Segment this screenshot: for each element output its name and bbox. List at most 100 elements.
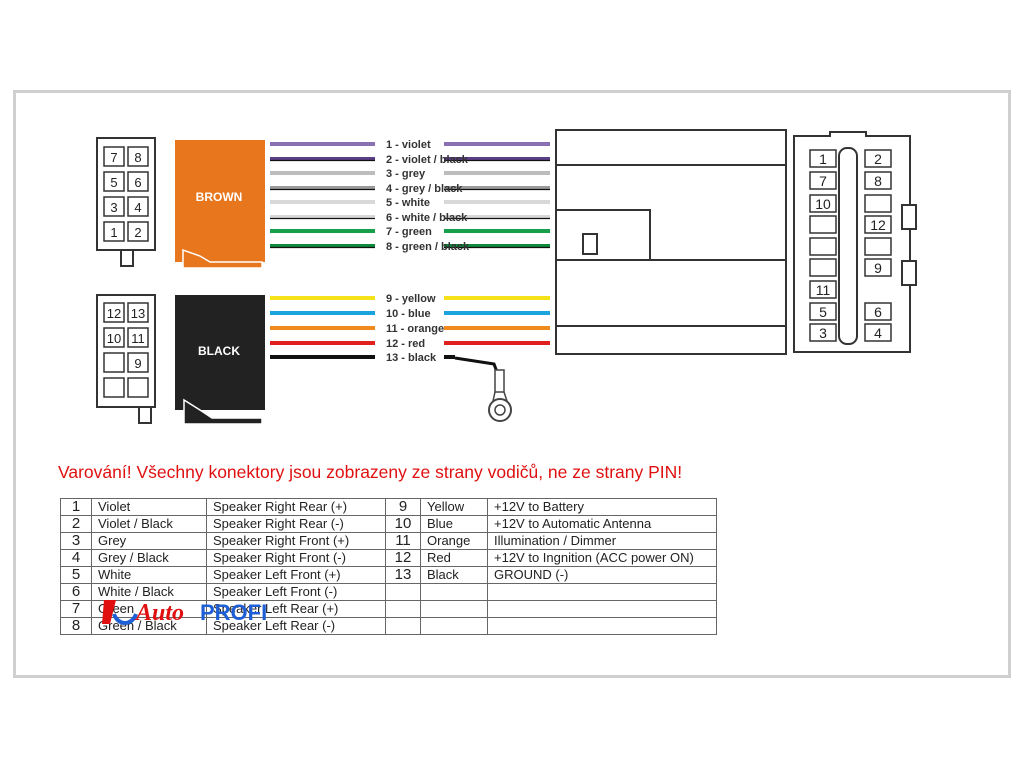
brown-pin-box [103,146,125,167]
brown-pin-number: 2 [134,225,141,240]
iso-pin-box [809,215,837,234]
wire-label: 7 - green [386,226,432,238]
table-right-function: +12V to Automatic Antenna [487,515,717,533]
table-left-num: 5 [60,566,92,584]
wire-label: 4 - grey / black [386,183,463,195]
table-left-color: White [91,566,207,584]
table-left-function: Speaker Left Rear (-) [206,617,386,635]
table-right-num: 11 [385,532,421,550]
table-right-function [487,617,717,635]
table-right-color [420,600,488,618]
iso-pin-number: 10 [815,196,831,212]
warning-text: Varování! Všechny konektory jsou zobraze… [58,462,683,482]
iso-pin-box [864,323,892,342]
wire-label: 12 - red [386,338,425,350]
black-pin-box [127,302,149,323]
brown-pin-number: 7 [110,150,117,165]
black-connector: BLACK [175,295,265,425]
brown-pin-number: 4 [134,200,141,215]
brown-pin-number: 5 [110,175,117,190]
iso-pin-box [809,323,837,342]
table-right-function: GROUND (-) [487,566,717,584]
iso-pin-number: 9 [874,260,882,276]
brown-pin-box [103,221,125,242]
table-right-color: Blue [420,515,488,533]
iso-pin-box [809,280,837,299]
iso-pin-number: 8 [874,173,882,189]
table-right-num [385,583,421,601]
wire-label: 5 - white [386,197,430,209]
table-left-num: 6 [60,583,92,601]
wire-label: 3 - grey [386,168,426,180]
iso-pin-box [864,194,892,213]
table-left-function: Speaker Left Front (+) [206,566,386,584]
brown-pin-box [103,171,125,192]
table-left-num: 1 [60,498,92,516]
table-right-function [487,600,717,618]
iso-pin-box [864,258,892,277]
table-right-color [420,583,488,601]
iso-pin-number: 2 [874,151,882,167]
black-pin-number: 13 [131,306,145,321]
black-pin-box [103,377,125,398]
iso-pin-number: 11 [816,282,831,298]
black-pin-box [127,327,149,348]
black-connector-label: BLACK [198,344,240,358]
wire-label: 8 - green / black [386,241,470,253]
table-left-function: Speaker Right Rear (+) [206,498,386,516]
iso-pin-box [809,258,837,277]
brown-pin-box [127,146,149,167]
table-right-color: Yellow [420,498,488,516]
iso-pin-box [864,302,892,321]
black-pin-box [127,377,149,398]
wire-label: 13 - black [386,352,437,364]
table-right-num: 12 [385,549,421,567]
iso-pin-number: 4 [874,325,882,341]
black-pin-box [103,327,125,348]
table-left-num: 7 [60,600,92,618]
black-pin-number: 11 [131,331,145,346]
black-pin-box [103,302,125,323]
table-right-function: +12V to Ingnition (ACC power ON) [487,549,717,567]
brown-pin-number: 1 [110,225,117,240]
table-left-num: 8 [60,617,92,635]
iso-pin-box [864,237,892,256]
table-left-color: Grey [91,532,207,550]
black-pin-box [103,352,125,373]
table-right-num: 10 [385,515,421,533]
iso-pin-number: 1 [819,151,827,167]
table-right-function: +12V to Battery [487,498,717,516]
iso-pin-number: 7 [819,173,827,189]
iso-pin-box [809,302,837,321]
iso-pin-box [864,149,892,168]
table-right-num [385,600,421,618]
wire-label: 9 - yellow [386,293,436,305]
logo-text-profi: PROFI [200,600,267,625]
autoprofi-logo: Auto PROFI [102,600,267,626]
brown-pin-box [103,196,125,217]
wire-label: 1 - violet [386,139,431,151]
iso-pin-box [809,171,837,190]
iso-pin-number: 3 [819,325,827,341]
brown-pin-box [127,196,149,217]
iso-pin-number: 6 [874,304,882,320]
brown-connector: BROWN [175,140,265,269]
brown-pin-number: 6 [134,175,141,190]
wire-label: 10 - blue [386,308,431,320]
black-pin-number: 9 [134,356,141,371]
logo-text-auto: Auto [134,600,184,626]
table-right-color: Red [420,549,488,567]
table-left-function: Speaker Right Rear (-) [206,515,386,533]
wire-label: 11 - orange [386,323,444,335]
table-right-num [385,617,421,635]
table-left-color: Violet [91,498,207,516]
iso-pin-box [864,215,892,234]
